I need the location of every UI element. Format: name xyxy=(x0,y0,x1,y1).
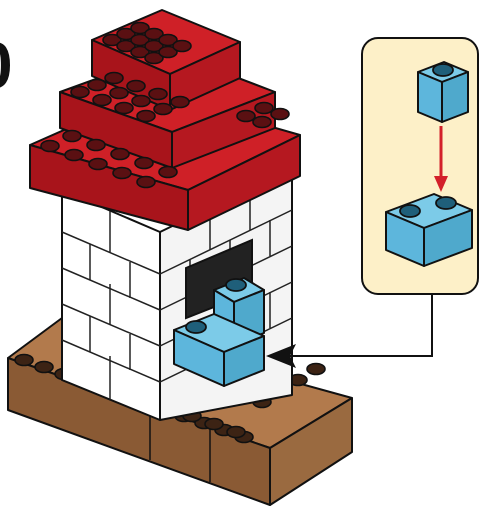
roof-stud xyxy=(158,165,178,179)
pointer-arrow-icon xyxy=(266,294,433,368)
attached-blue-part xyxy=(173,277,265,387)
base-stud xyxy=(14,353,34,367)
roof-stud xyxy=(136,175,156,189)
roof-stud xyxy=(88,157,108,171)
step-number: 0 xyxy=(0,30,14,100)
roof-stud xyxy=(144,39,164,53)
roof-stud xyxy=(87,78,107,92)
roof-stud xyxy=(104,71,124,85)
roof-stud xyxy=(86,138,106,152)
roof-stud xyxy=(252,115,272,129)
base-stud xyxy=(34,360,54,374)
roof-stud xyxy=(92,93,112,107)
base-stud xyxy=(204,417,224,431)
roof-stud xyxy=(236,109,256,123)
roof-stud xyxy=(70,85,90,99)
roof-stud xyxy=(158,45,178,59)
roof-stud xyxy=(270,107,290,121)
roof-tier-3-right-face xyxy=(169,41,241,111)
roof-stud xyxy=(144,51,164,65)
roof-studs xyxy=(40,21,290,189)
roof-stud xyxy=(62,129,82,143)
roof-stud xyxy=(64,148,84,162)
roof-stud xyxy=(148,87,168,101)
callout-single-brick xyxy=(417,61,469,123)
roof-stud xyxy=(130,45,150,59)
tower-left-wall xyxy=(61,189,161,421)
roof-stud xyxy=(126,79,146,93)
roof-stud xyxy=(109,86,129,100)
roof-stud xyxy=(102,33,122,47)
roof xyxy=(29,9,301,231)
roof-stud xyxy=(170,95,190,109)
roof-tier-1-right-face xyxy=(187,134,301,231)
attached-blue-studs xyxy=(185,278,247,334)
roof-stud xyxy=(254,101,274,115)
roof-stud xyxy=(112,166,132,180)
roof-stud xyxy=(144,27,164,41)
base-stud xyxy=(306,362,326,376)
callout-double-brick xyxy=(385,193,473,267)
roof-stud xyxy=(130,21,150,35)
step-number-text: 0 xyxy=(0,30,13,100)
down-arrow-icon xyxy=(434,126,448,192)
base-plate-right-face xyxy=(269,397,353,506)
roof-stud xyxy=(172,39,192,53)
roof-stud xyxy=(153,102,173,116)
roof-stud xyxy=(114,101,134,115)
roof-stud xyxy=(158,33,178,47)
roof-stud xyxy=(131,94,151,108)
roof-stud xyxy=(116,27,136,41)
roof-stud xyxy=(136,109,156,123)
base-stud xyxy=(226,425,246,439)
roof-stud xyxy=(116,39,136,53)
roof-stud xyxy=(40,139,60,153)
roof-stud xyxy=(134,156,154,170)
roof-stud xyxy=(130,33,150,47)
roof-stud xyxy=(110,147,130,161)
